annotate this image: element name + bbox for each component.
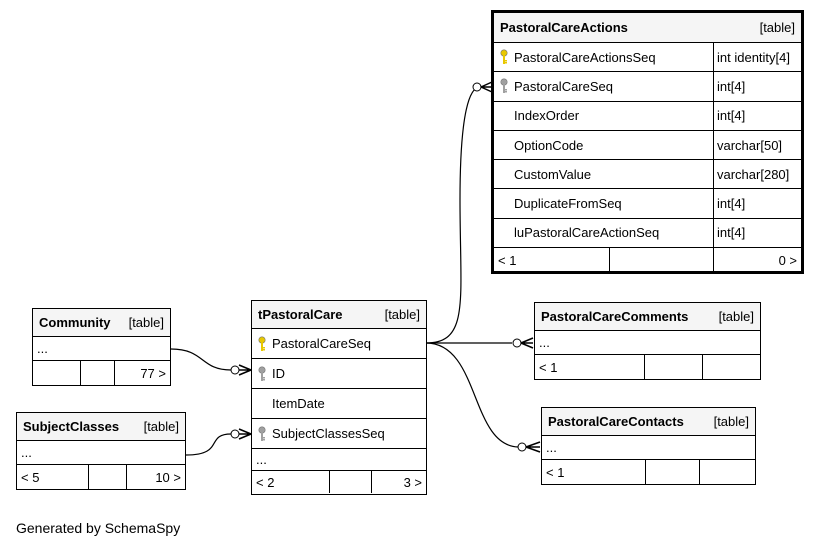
- column-name: PastoralCareSeq: [272, 336, 371, 351]
- footer-parents: < 1: [542, 460, 646, 484]
- column-row[interactable]: CustomValue varchar[280]: [494, 160, 801, 190]
- table-ellipsis: ...: [542, 436, 755, 460]
- footer-parents: < 1: [535, 355, 645, 379]
- column-row[interactable]: DuplicateFromSeq int[4]: [494, 189, 801, 219]
- edge-contacts: [425, 342, 519, 448]
- footer-parents: < 5: [17, 465, 89, 489]
- table-header: tPastoralCare [table]: [252, 301, 426, 329]
- table-header: PastoralCareActions [table]: [494, 13, 801, 43]
- edge-community: [170, 348, 232, 371]
- column-type: int[4]: [713, 72, 801, 101]
- column-row[interactable]: PastoralCareSeq: [252, 329, 426, 359]
- edge-actions: [425, 86, 481, 344]
- footer-children: [703, 355, 760, 379]
- column-name: ID: [272, 366, 285, 381]
- table-footer: < 2 3 >: [252, 471, 426, 493]
- column-row[interactable]: luPastoralCareActionSeq int[4]: [494, 218, 801, 249]
- table-ellipsis: ...: [17, 441, 185, 465]
- table-kind: [table]: [143, 419, 179, 434]
- column-type: int identity[4]: [713, 43, 801, 72]
- table-name: Community: [39, 315, 111, 330]
- table-pastoral-care-contacts[interactable]: PastoralCareContacts [table] ... < 1: [541, 407, 756, 485]
- column-name: PastoralCareSeq: [514, 78, 613, 94]
- table-name: PastoralCareContacts: [548, 414, 684, 429]
- table-name: tPastoralCare: [258, 307, 343, 322]
- table-header: Community [table]: [33, 309, 170, 337]
- column-name: SubjectClassesSeq: [272, 426, 385, 441]
- generated-by-caption: Generated by SchemaSpy: [16, 520, 181, 536]
- table-kind: [table]: [128, 315, 164, 330]
- column-row[interactable]: OptionCode varchar[50]: [494, 130, 801, 161]
- footer-children: 77 >: [140, 365, 166, 381]
- column-type: int[4]: [713, 218, 801, 248]
- column-row[interactable]: ItemDate: [252, 389, 426, 419]
- table-footer: < 1: [535, 355, 760, 379]
- edge-subject-classes: [185, 433, 232, 456]
- footer-parents: [33, 361, 81, 385]
- column-name: DuplicateFromSeq: [514, 196, 622, 212]
- foreign-key-icon: [252, 365, 272, 382]
- column-type: varchar[50]: [713, 130, 801, 160]
- column-type: int[4]: [713, 189, 801, 218]
- table-header: PastoralCareContacts [table]: [542, 408, 755, 436]
- footer-parents: < 2: [252, 471, 330, 493]
- column-type: int[4]: [713, 101, 801, 130]
- column-row[interactable]: SubjectClassesSeq: [252, 419, 426, 449]
- primary-key-icon: [252, 335, 272, 352]
- table-header: SubjectClasses [table]: [17, 413, 185, 441]
- footer-children: [700, 460, 755, 484]
- table-footer: < 5 10 >: [17, 465, 185, 489]
- column-name: luPastoralCareActionSeq: [514, 225, 660, 241]
- column-name: OptionCode: [514, 137, 584, 153]
- table-name: PastoralCareActions: [500, 20, 628, 35]
- table-kind: [table]: [713, 414, 749, 429]
- table-kind: [table]: [384, 307, 420, 322]
- table-ellipsis: ...: [535, 331, 760, 355]
- table-pastoral-care-actions[interactable]: PastoralCareActions [table] PastoralCare…: [491, 10, 804, 274]
- table-pastoral-care-comments[interactable]: PastoralCareComments [table] ... < 1: [534, 302, 761, 380]
- table-footer: < 1: [542, 460, 755, 484]
- foreign-key-icon: [494, 78, 514, 94]
- table-ellipsis: ...: [252, 449, 426, 471]
- table-subject-classes[interactable]: SubjectClasses [table] ... < 5 10 >: [16, 412, 186, 490]
- column-name: IndexOrder: [514, 108, 580, 124]
- table-ellipsis: ...: [33, 337, 170, 361]
- foreign-key-icon: [252, 425, 272, 442]
- table-name: PastoralCareComments: [541, 309, 689, 324]
- column-name: ItemDate: [272, 396, 325, 411]
- column-row[interactable]: ID: [252, 359, 426, 389]
- footer-children: 10 >: [155, 469, 181, 485]
- primary-key-icon: [494, 49, 514, 65]
- table-name: SubjectClasses: [23, 419, 120, 434]
- table-community[interactable]: Community [table] ... 77 >: [32, 308, 171, 386]
- table-header: PastoralCareComments [table]: [535, 303, 760, 331]
- column-type: varchar[280]: [713, 160, 801, 189]
- footer-children: 3 >: [403, 474, 422, 490]
- table-footer: 77 >: [33, 361, 170, 385]
- table-kind: [table]: [718, 309, 754, 324]
- footer-children: 0 >: [778, 253, 797, 269]
- column-name: PastoralCareActionsSeq: [514, 49, 656, 65]
- column-row[interactable]: PastoralCareActionsSeq int identity[4]: [494, 43, 801, 73]
- column-row[interactable]: PastoralCareSeq int[4]: [494, 72, 801, 102]
- column-name: CustomValue: [514, 166, 592, 182]
- footer-parents: < 1: [494, 248, 610, 274]
- column-row[interactable]: IndexOrder int[4]: [494, 101, 801, 131]
- table-kind: [table]: [759, 20, 795, 35]
- table-footer: < 1 0 >: [494, 248, 801, 274]
